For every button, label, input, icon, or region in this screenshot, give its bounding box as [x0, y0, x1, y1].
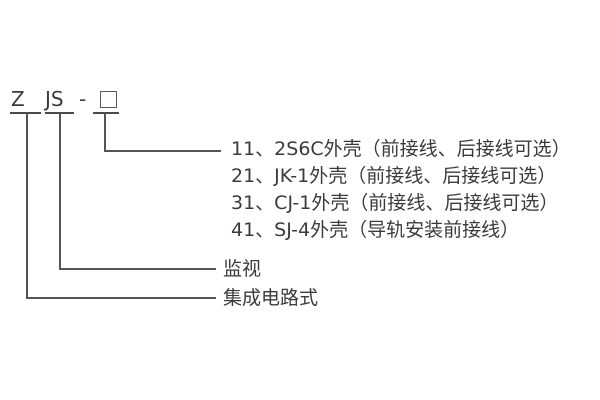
enclosure-option-41: 41、SJ-4外壳（导轨安装前接线） — [231, 219, 520, 241]
code-slot-box-icon — [100, 91, 117, 108]
leader-horizontal-function — [59, 268, 216, 270]
enclosure-option-31: 31、CJ-1外壳（前接线、后接线可选） — [231, 192, 559, 214]
enclosure-option-21: 21、JK-1外壳（前接线、后接线可选） — [231, 165, 557, 187]
leader-horizontal-family — [26, 297, 216, 299]
family-label: 集成电路式 — [223, 287, 319, 309]
code-token-hyphen: - — [79, 87, 87, 111]
underline-code-slot — [93, 112, 119, 114]
leader-horizontal-enclosure — [104, 150, 221, 152]
leader-vertical-function — [59, 113, 61, 269]
code-token-z: Z — [11, 87, 25, 111]
enclosure-option-11: 11、2S6C外壳（前接线、后接线可选） — [231, 138, 571, 160]
code-token-js: JS — [45, 87, 64, 111]
leader-vertical-family — [26, 113, 28, 298]
enclosure-options-list: 11、2S6C外壳（前接线、后接线可选） 21、JK-1外壳（前接线、后接线可选… — [231, 136, 591, 244]
model-code-row: Z JS - — [0, 87, 600, 113]
lower-labels: 监视 集成电路式 — [223, 255, 318, 313]
function-label: 监视 — [223, 258, 262, 280]
underline-z — [10, 112, 41, 114]
underline-js — [45, 112, 74, 114]
leader-vertical-enclosure — [104, 113, 106, 151]
